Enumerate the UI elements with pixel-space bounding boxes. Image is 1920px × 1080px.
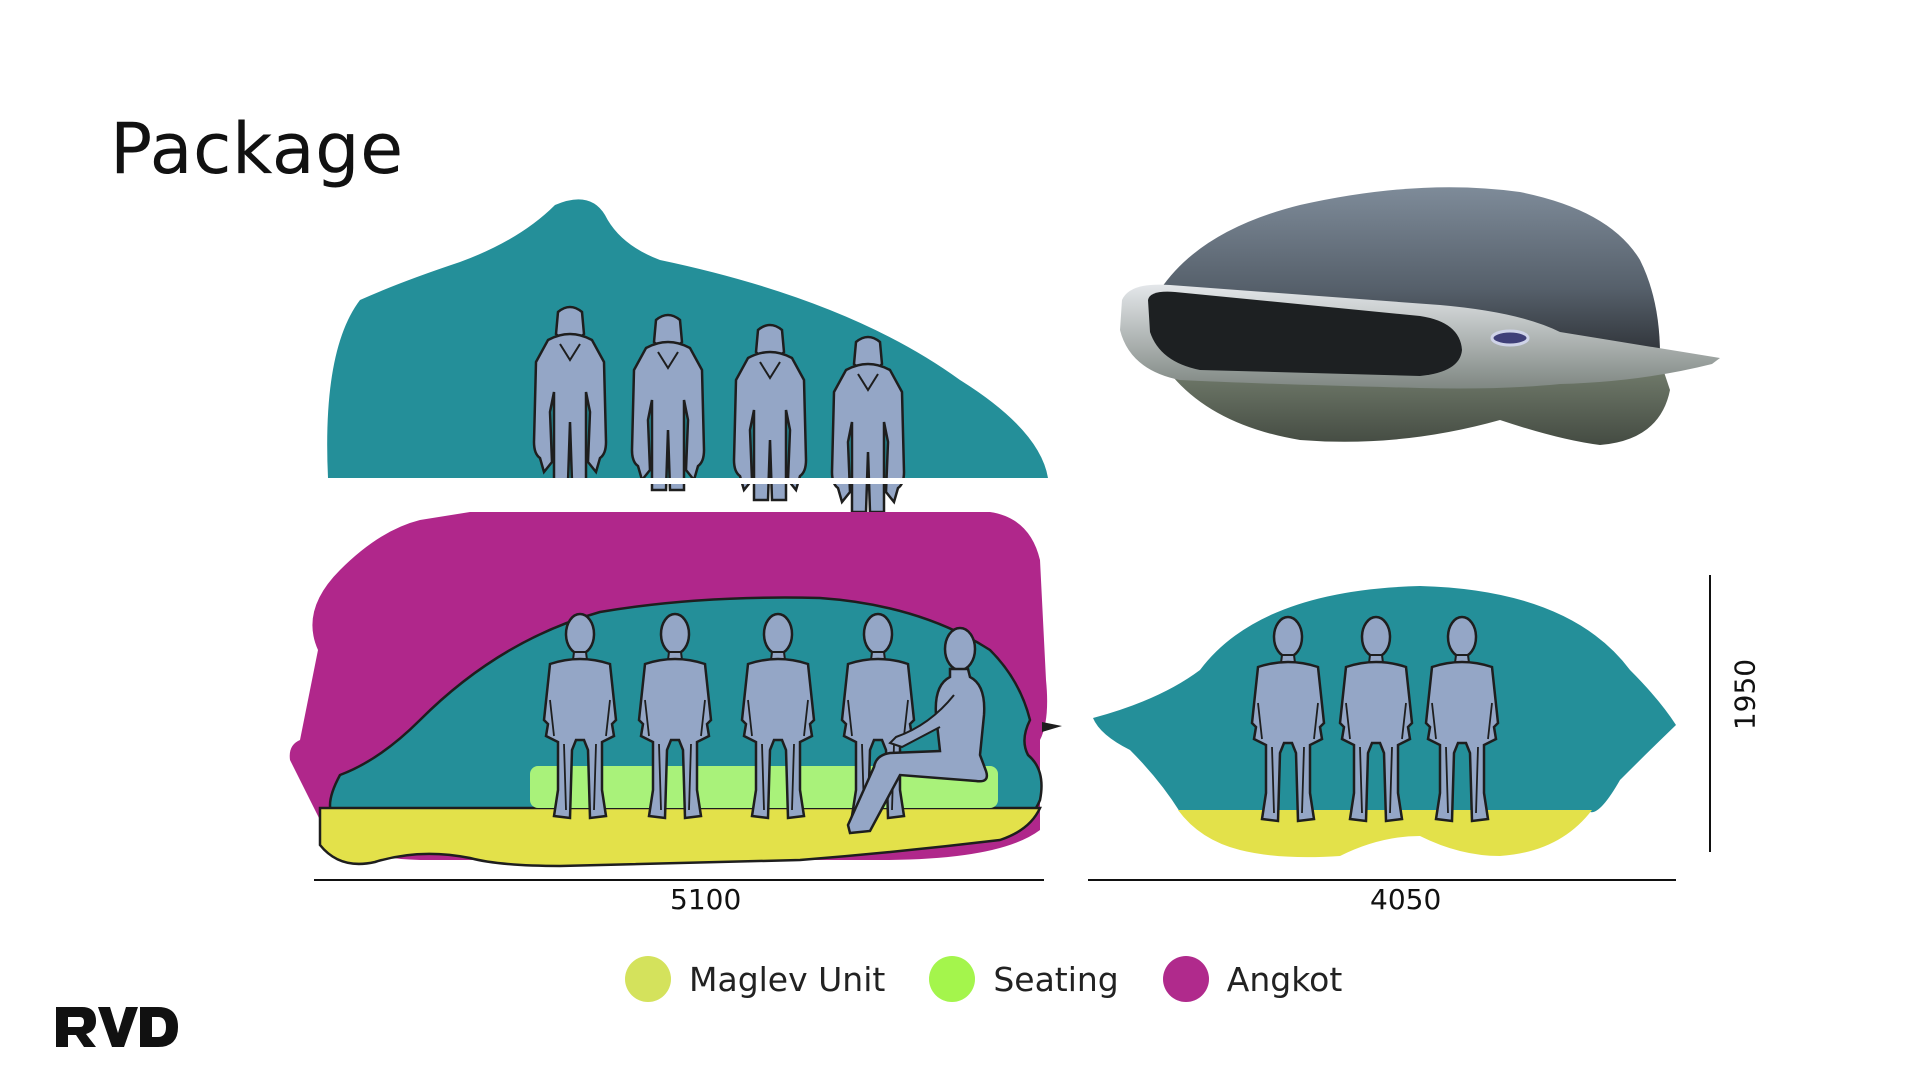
front-view (1093, 586, 1676, 858)
length-dimension-label: 5100 (670, 883, 742, 916)
top-view (320, 199, 1060, 514)
page-title: Package (110, 108, 404, 190)
legend-item-seating: Seating (929, 956, 1119, 1002)
maglev-unit-front (1178, 810, 1592, 858)
dimension-lines (314, 575, 1711, 881)
height-dimension-label: 1950 (1728, 658, 1762, 731)
side-view (289, 512, 1062, 868)
legend-label-seating: Seating (993, 959, 1119, 999)
render-cabin-opening (1148, 291, 1462, 376)
legend-label-maglev: Maglev Unit (689, 959, 886, 999)
vehicle-render (1120, 187, 1720, 445)
legend-item-maglev: Maglev Unit (625, 956, 885, 1002)
legend-label-angkot: Angkot (1226, 959, 1343, 999)
legend-swatch-seating (929, 956, 976, 1002)
legend: Maglev Unit Seating Angkot (625, 956, 1342, 1002)
legend-item-angkot: Angkot (1162, 956, 1343, 1002)
rvd-logo (56, 1007, 178, 1047)
legend-swatch-maglev (625, 956, 671, 1002)
render-badge (1490, 329, 1530, 347)
width-dimension-label: 4050 (1370, 883, 1442, 916)
legend-swatch-angkot (1162, 956, 1209, 1002)
